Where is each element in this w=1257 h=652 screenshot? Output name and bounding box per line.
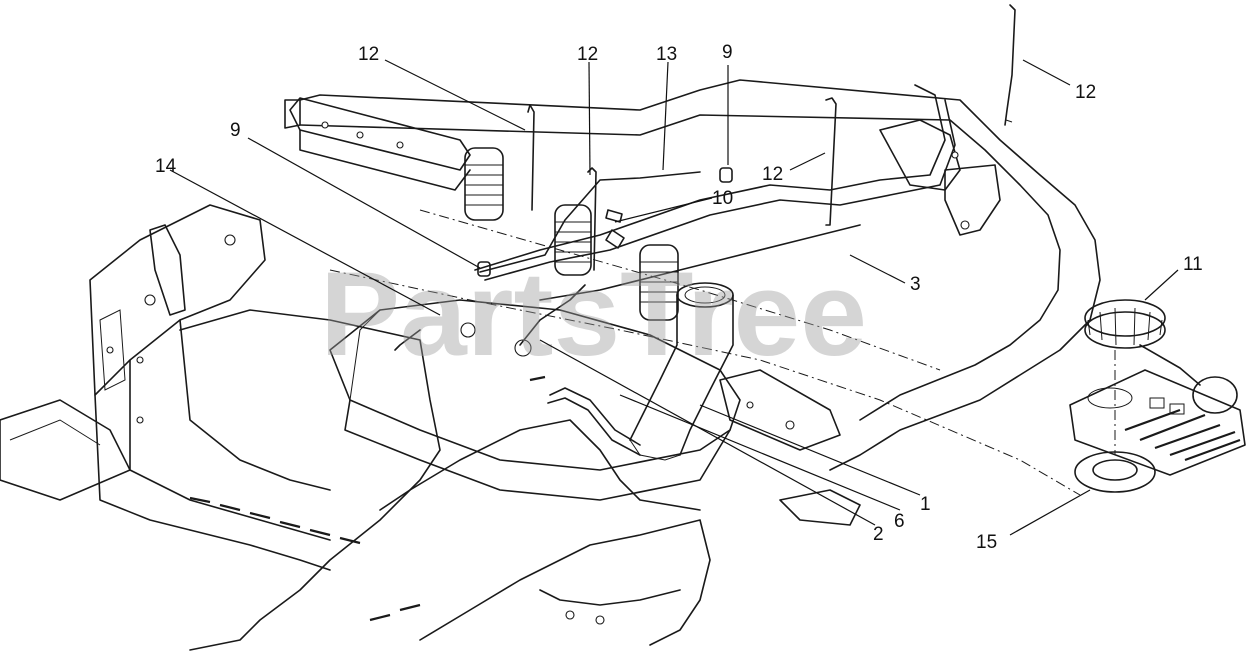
fuel-cap: [1084, 299, 1238, 414]
hose-clamps: [477, 167, 733, 277]
left-bracket: [0, 224, 186, 501]
callout-10-fitting: 10: [712, 188, 733, 209]
front-panel: [179, 309, 711, 651]
callout-12-right-tie: 12: [762, 164, 783, 185]
rear-crossmember: [289, 97, 471, 191]
cable-ties: [527, 97, 837, 271]
callout-14-line: 14: [155, 156, 177, 177]
callout-2-neck: 2: [873, 524, 884, 545]
fuel-lines: [394, 84, 956, 456]
right-frame-brackets: [719, 119, 1001, 526]
callout-6-grommet: 6: [894, 511, 905, 532]
seat-spring-left: [464, 147, 504, 221]
callout-11-cap: 11: [1183, 254, 1203, 275]
leader-lines: [169, 59, 1179, 536]
callout-13-hose: 13: [656, 44, 677, 65]
fuel-cap-gasket: [1074, 350, 1156, 493]
watermark: PartsTree: [320, 247, 867, 381]
seat-spring-right: [639, 244, 679, 321]
callout-9-left-clamp: 9: [230, 120, 241, 141]
filler-neck: [629, 282, 734, 461]
callout-3-bracket: 3: [910, 274, 921, 295]
frame-rails: [284, 79, 1101, 496]
fuel-tank: [329, 299, 741, 501]
callout-12-center-tie: 12: [577, 44, 598, 65]
fuel-decal: [1069, 369, 1246, 476]
callout-12-rear-tie: 12: [358, 44, 379, 65]
side-plate: [89, 204, 331, 571]
callout-9-top-clamp: 9: [722, 42, 733, 63]
callout-1-tank: 1: [920, 494, 931, 515]
callout-12-dipstick: 12: [1075, 82, 1096, 103]
callout-labels: 12 12 13 9 12 9 14 10 12 3 11 1 6 2 15: [155, 42, 1203, 553]
callout-15-gasket: 15: [976, 532, 997, 553]
dipstick: [1004, 4, 1016, 126]
